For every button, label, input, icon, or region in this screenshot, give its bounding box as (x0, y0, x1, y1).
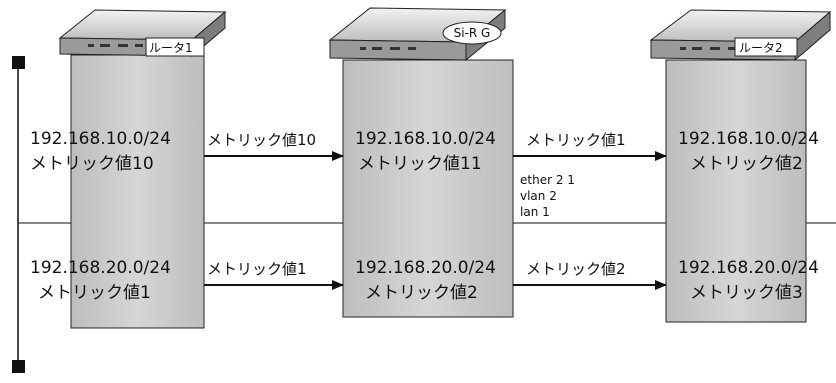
router2-column (665, 59, 807, 323)
sirg-net2-metric: メトリック値2 (365, 283, 478, 303)
router1-net1-metric: メトリック値10 (30, 154, 154, 174)
router2-device-icon (649, 9, 832, 62)
link-metric-sirg-r2-net2: メトリック値2 (526, 260, 626, 278)
router1-label: ルータ1 (149, 41, 193, 55)
router2-label: ルータ2 (739, 41, 783, 55)
link-metric-r1-sirg-net1: メトリック値10 (207, 131, 316, 149)
sirg-lan-config-line-2: vlan 2 (520, 189, 557, 203)
router1-device-icon (58, 9, 227, 58)
sirg-net1-metric: メトリック値11 (358, 154, 482, 174)
sirg-lan-config-line-1: ether 2 1 (520, 173, 575, 187)
router2-net2-address: 192.168.20.0/24 (678, 258, 819, 278)
link-metric-sirg-r2-net1: メトリック値1 (526, 131, 626, 149)
router2-net1-metric: メトリック値2 (690, 154, 803, 174)
sirg-net1-address: 192.168.10.0/24 (355, 129, 496, 149)
sirg-device-icon (328, 7, 507, 62)
router1-column (70, 54, 205, 329)
sirg-label: Si-R G (454, 26, 491, 40)
sirg-net2-address: 192.168.20.0/24 (355, 258, 496, 278)
router1-net2-metric: メトリック値1 (38, 283, 151, 303)
segment-end-bottom (12, 360, 25, 373)
sirg-column (342, 59, 514, 318)
sirg-lan-config-line-3: lan 1 (520, 205, 550, 219)
link-metric-r1-sirg-net2: メトリック値1 (207, 260, 307, 278)
router1-net1-address: 192.168.10.0/24 (30, 129, 171, 149)
lan-segment-bar (12, 56, 25, 373)
segment-end-top (12, 56, 25, 69)
router2-net2-metric: メトリック値3 (690, 283, 803, 303)
router1-net2-address: 192.168.20.0/24 (30, 258, 171, 278)
router2-net1-address: 192.168.10.0/24 (678, 129, 819, 149)
